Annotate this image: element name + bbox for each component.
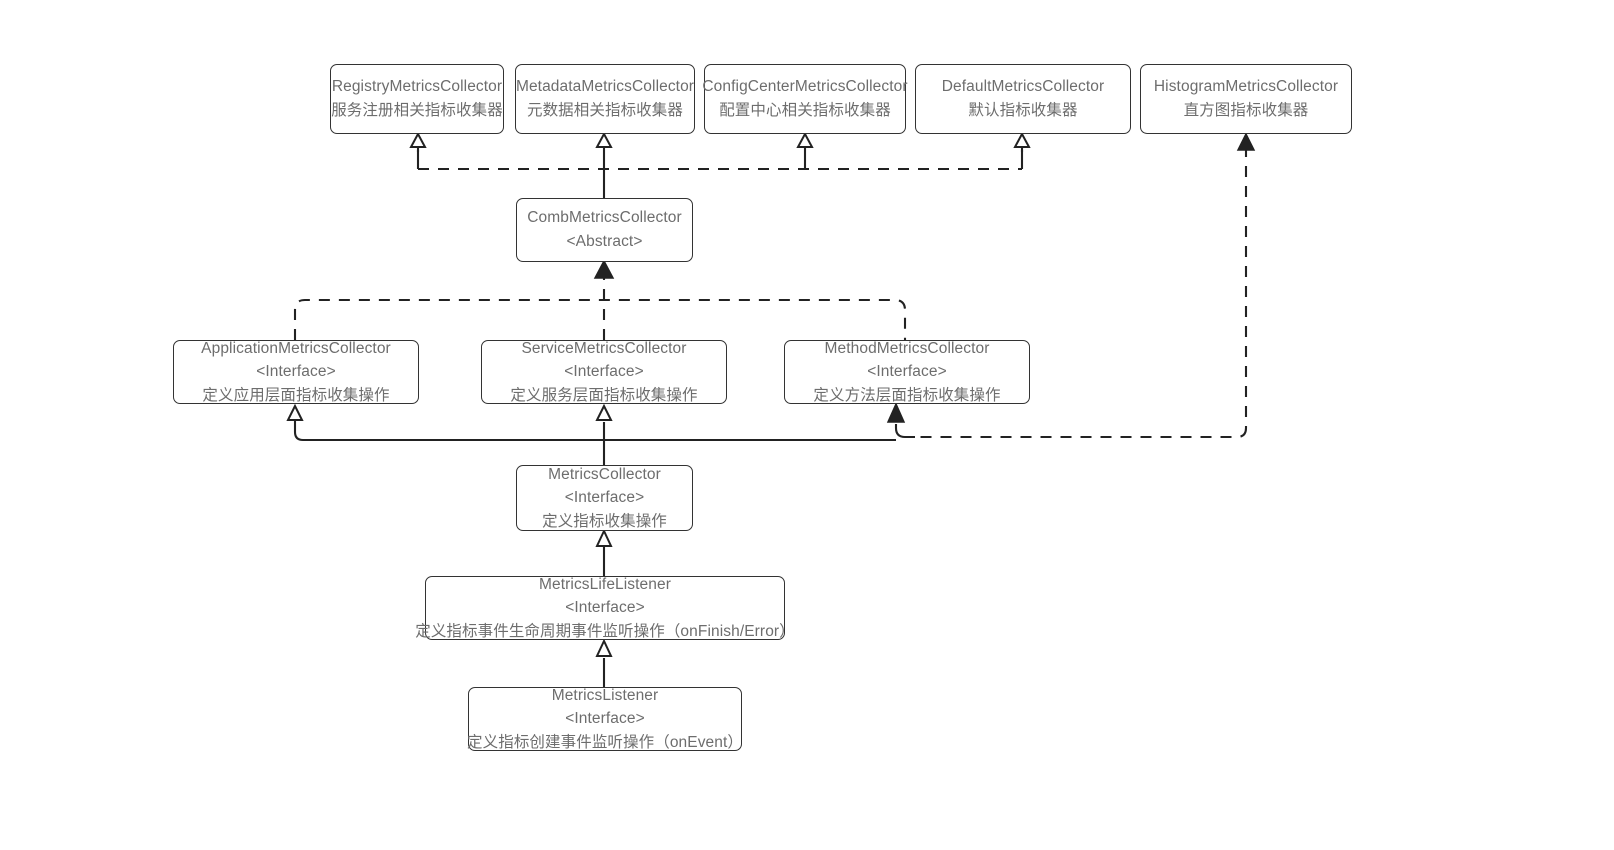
class-node-line: 服务注册相关指标收集器 <box>331 102 503 119</box>
class-node-line: 定义服务层面指标收集操作 <box>510 386 698 404</box>
hollow-triangle-icon-default <box>1013 131 1031 148</box>
hollow-triangle-icon-service <box>595 403 613 421</box>
edge-lifelistener-to-metricscollector <box>595 528 613 576</box>
class-node-line: 定义方法层面指标收集操作 <box>813 386 1001 404</box>
hollow-triangle-icon-application <box>286 403 304 421</box>
edge-bus-lower-left <box>293 420 896 442</box>
hollow-triangle-icon-configcenter <box>796 131 814 148</box>
class-node-line: ConfigCenterMetricsCollector <box>702 78 908 96</box>
edge-listener-to-lifelistener <box>595 638 613 687</box>
class-node-metrics-listener[interactable]: MetricsListener <Interface> 定义指标创建事件监听操作（o… <box>467 686 743 751</box>
class-node-config-center-metrics-collector[interactable]: ConfigCenterMetricsCollector 配置中心相关指标收集器 <box>702 64 908 134</box>
class-node-histogram-metrics-collector[interactable]: HistogramMetricsCollector 直方图指标收集器 <box>1140 64 1352 134</box>
class-node-line: <Interface> <box>867 363 947 381</box>
class-node-line: MetadataMetricsCollector <box>515 78 695 96</box>
class-node-comb-metrics-collector[interactable]: CombMetricsCollector <Abstract> <box>516 198 693 262</box>
class-node-application-metrics-collector[interactable]: ApplicationMetricsCollector <Interface> 定义… <box>173 340 419 404</box>
class-node-line: 直方图指标收集器 <box>1183 102 1309 119</box>
edge-histogram-elbow-method <box>894 424 915 439</box>
class-node-service-metrics-collector[interactable]: ServiceMetricsCollector <Interface> 定义服务层面… <box>481 340 727 404</box>
class-node-line: <Interface> <box>564 489 645 507</box>
class-node-line: 定义指标收集操作 <box>542 512 667 530</box>
class-node-line: HistogramMetricsCollector <box>1153 78 1339 96</box>
class-node-line: MethodMetricsCollector <box>824 339 990 357</box>
solid-triangle-icon-comb <box>593 259 615 279</box>
class-node-line: 元数据相关指标收集器 <box>526 102 683 119</box>
edge-bus-middle <box>293 298 907 340</box>
class-node-line: 默认指标收集器 <box>968 102 1078 119</box>
edge-comb-to-top-collectors <box>409 131 1031 171</box>
class-node-line: <Interface> <box>564 363 644 381</box>
edge-interfaces-to-comb <box>293 259 907 340</box>
class-node-metadata-metrics-collector[interactable]: MetadataMetricsCollector 元数据相关指标收集器 <box>515 64 695 134</box>
class-node-line: <Interface> <box>565 599 645 617</box>
class-node-line: MetricsCollector <box>548 465 661 483</box>
class-node-line: MetricsListener <box>551 686 659 704</box>
edge-metricscollector-to-interfaces <box>286 403 896 465</box>
class-node-line: <Interface> <box>256 363 336 381</box>
class-node-line: DefaultMetricsCollector <box>941 78 1105 96</box>
class-node-line: MetricsLifeListener <box>539 575 671 593</box>
class-node-line: ServiceMetricsCollector <box>521 339 687 357</box>
class-node-line: RegistryMetricsCollector <box>331 78 503 96</box>
class-node-metrics-collector[interactable]: MetricsCollector <Interface> 定义指标收集操作 <box>516 465 693 531</box>
class-node-line: 定义应用层面指标收集操作 <box>202 386 390 404</box>
class-node-line: 定义指标创建事件监听操作（onEvent） <box>467 733 743 751</box>
class-node-line: 定义指标事件生命周期事件监听操作（onFinish/Error） <box>415 622 795 640</box>
class-node-default-metrics-collector[interactable]: DefaultMetricsCollector 默认指标收集器 <box>915 64 1131 134</box>
class-node-line: <Abstract> <box>566 233 643 250</box>
class-node-line: 配置中心相关指标收集器 <box>719 102 891 119</box>
hollow-triangle-icon-metadata <box>595 131 613 148</box>
hollow-triangle-icon-registry <box>409 131 427 148</box>
class-node-line: ApplicationMetricsCollector <box>201 339 391 357</box>
solid-triangle-icon-histogram <box>1236 132 1256 151</box>
class-node-metrics-life-listener[interactable]: MetricsLifeListener <Interface> 定义指标事件生命周期… <box>415 575 795 640</box>
edge-histogram-horizontal <box>915 427 1248 439</box>
class-node-registry-metrics-collector[interactable]: RegistryMetricsCollector 服务注册相关指标收集器 <box>330 64 504 134</box>
class-node-line: <Interface> <box>565 710 645 728</box>
class-node-line: CombMetricsCollector <box>527 209 682 227</box>
class-node-method-metrics-collector[interactable]: MethodMetricsCollector <Interface> 定义方法层面指… <box>784 340 1030 404</box>
